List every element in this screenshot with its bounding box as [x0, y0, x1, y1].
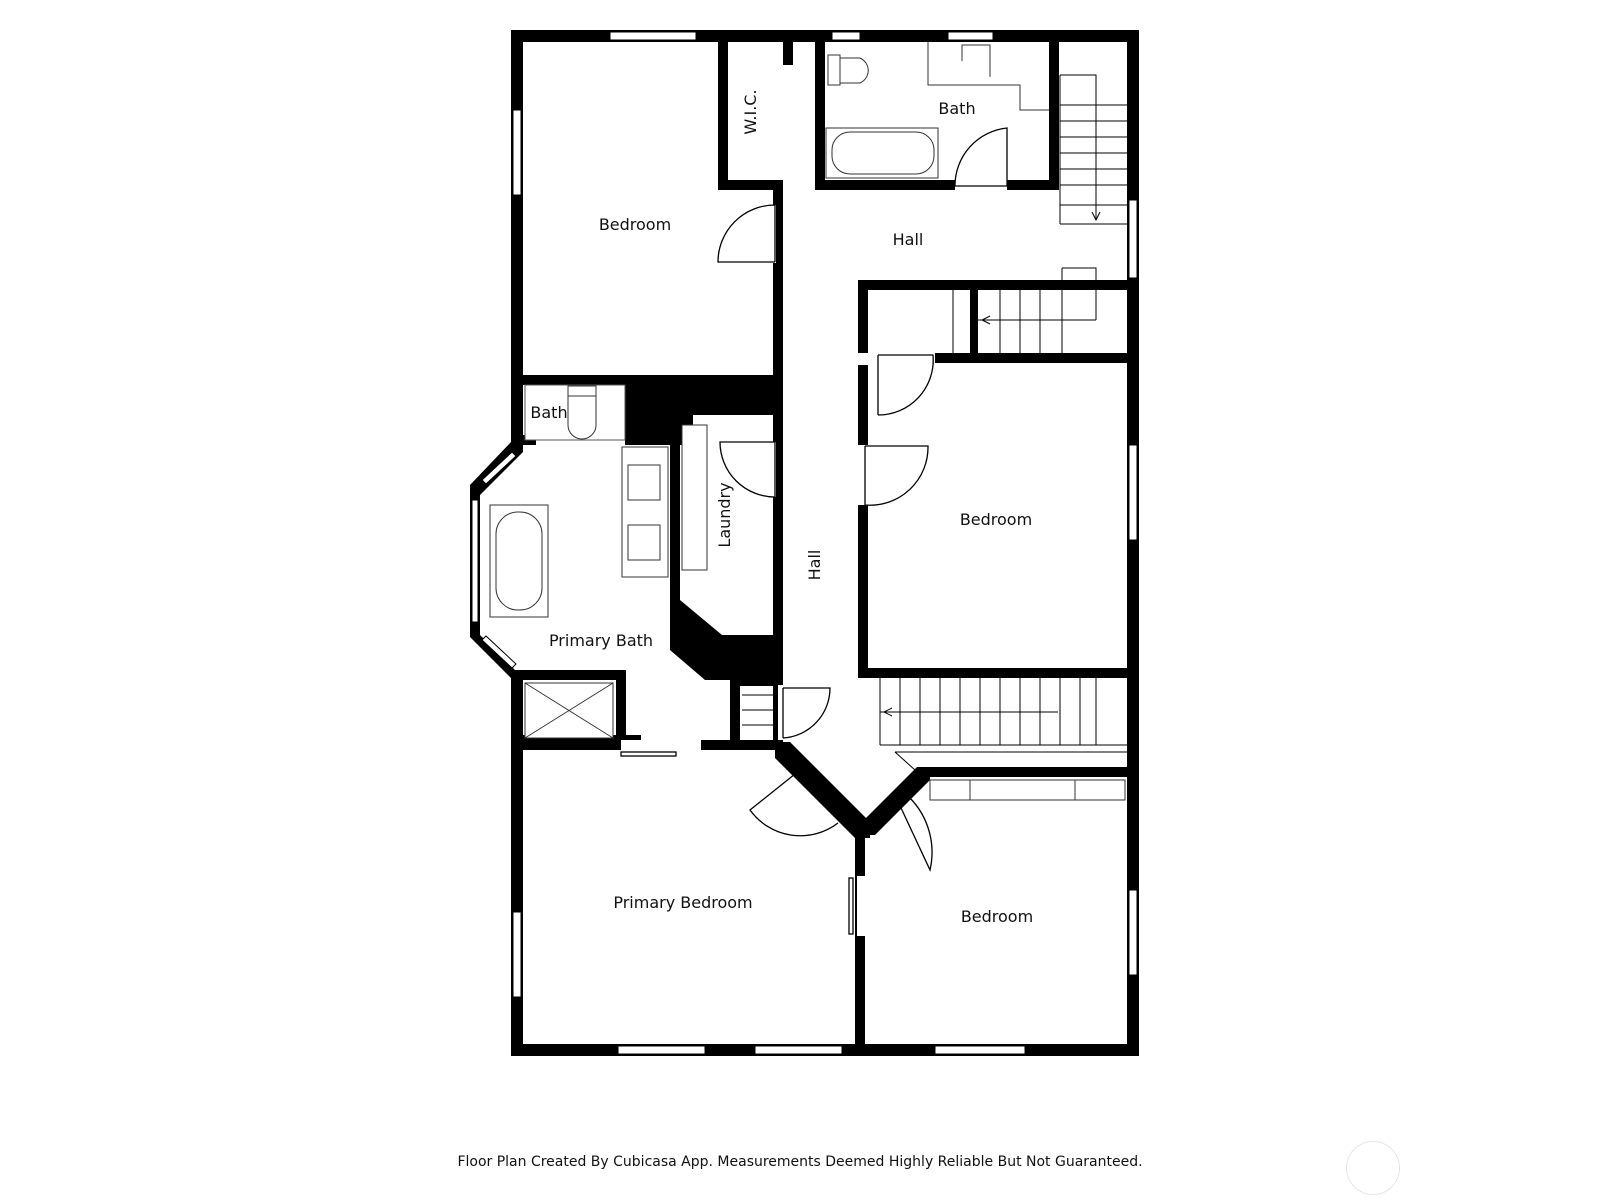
- label-bedroom-nw: Bedroom: [599, 215, 671, 234]
- doors: [620, 127, 1008, 936]
- label-bath-north: Bath: [938, 99, 975, 118]
- label-hall-center: Hall: [805, 550, 824, 581]
- label-hall-north: Hall: [893, 230, 924, 249]
- toilet-tank: [827, 54, 841, 86]
- footer-disclaimer: Floor Plan Created By Cubicasa App. Meas…: [457, 1154, 1143, 1170]
- interior-walls: [470, 40, 1139, 1056]
- washer-dryer: [681, 424, 708, 571]
- room-labels: Bedroom W.I.C. Bath Hall Hall Bath Laund…: [530, 89, 1033, 926]
- label-primary-bedroom: Primary Bedroom: [613, 893, 752, 912]
- label-bedroom-east: Bedroom: [960, 510, 1032, 529]
- toilet-bowl: [839, 57, 869, 84]
- windows: [471, 31, 1138, 1055]
- watermark-logo: [1346, 1141, 1400, 1195]
- stairs: [742, 74, 1127, 771]
- label-bath-small: Bath: [530, 403, 567, 422]
- label-laundry: Laundry: [715, 482, 734, 547]
- label-bedroom-se: Bedroom: [961, 907, 1033, 926]
- label-primary-bath: Primary Bath: [549, 631, 653, 650]
- label-wic: W.I.C.: [741, 89, 760, 134]
- fixtures: [489, 42, 1126, 801]
